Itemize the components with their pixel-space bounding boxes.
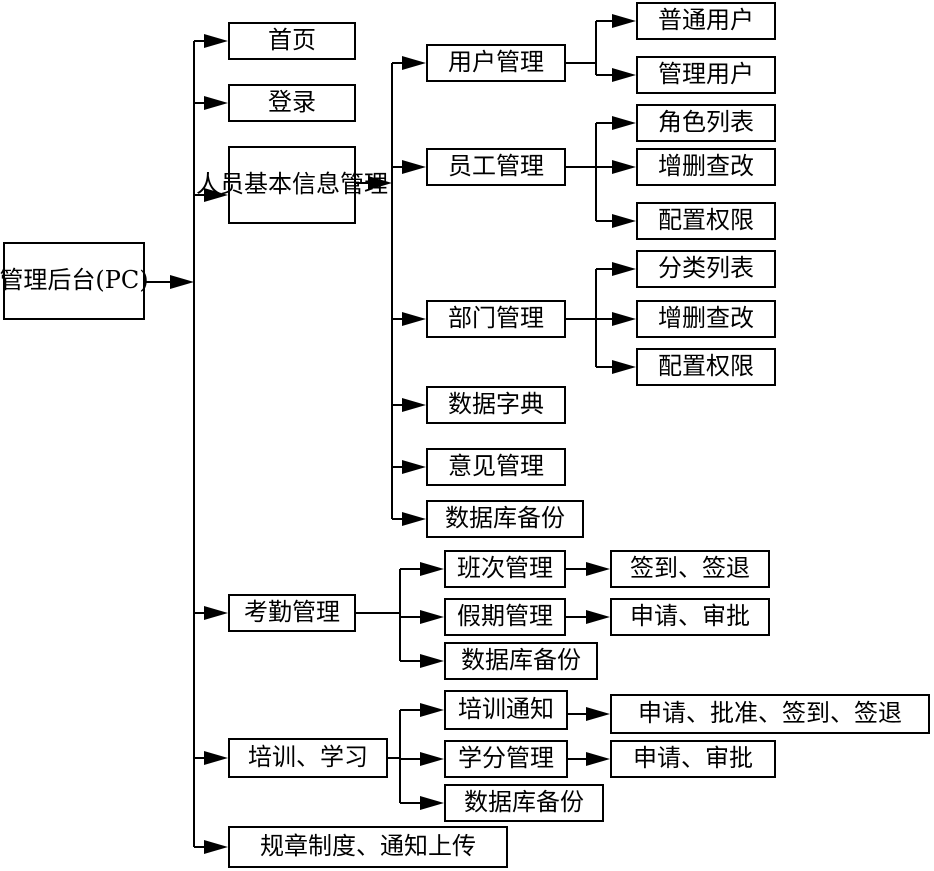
node-admin-user-label: 管理用户 <box>658 60 754 89</box>
node-root: 管理后台 (PC) <box>0 242 149 320</box>
node-apply-approve-2: 申请、审批 <box>610 740 776 778</box>
arrow-head-57 <box>420 610 444 624</box>
node-db-backup-1: 数据库备份 <box>426 500 584 538</box>
arrow-head-41 <box>612 160 636 174</box>
node-checkin-out: 签到、签退 <box>610 550 770 588</box>
node-feedback-mgmt-label: 意见管理 <box>448 452 544 481</box>
arrow-head-6 <box>204 96 228 110</box>
node-training-study: 培训、学习 <box>228 738 388 778</box>
node-attendance: 考勤管理 <box>228 594 356 632</box>
node-crud-1: 增删查改 <box>636 148 776 186</box>
node-employee-mgmt-label: 员工管理 <box>448 152 544 181</box>
node-attendance-label: 考勤管理 <box>244 598 340 627</box>
node-db-backup-1-label: 数据库备份 <box>445 504 565 533</box>
arrow-head-33 <box>612 14 636 28</box>
arrow-head-35 <box>612 68 636 82</box>
arrow-head-73 <box>586 707 610 721</box>
node-admin-user: 管理用户 <box>636 56 776 94</box>
node-config-perm-2: 配置权限 <box>636 348 776 386</box>
node-crud-1-label: 增删查改 <box>658 152 754 181</box>
node-user-mgmt-label: 用户管理 <box>448 48 544 77</box>
node-config-perm-1-label: 配置权限 <box>658 206 754 235</box>
node-category-list-label: 分类列表 <box>658 254 754 283</box>
arrow-head-27 <box>402 460 426 474</box>
arrow-head-59 <box>420 654 444 668</box>
node-staff-info: 人员基本 信息管理 <box>196 146 388 224</box>
node-home: 首页 <box>228 22 356 60</box>
node-category-list: 分类列表 <box>636 250 776 288</box>
node-staff-info-line-2: 信息管理 <box>292 170 388 199</box>
node-training-study-label: 培训、学习 <box>248 743 368 772</box>
node-apply-approve-checkin-label: 申请、批准、签到、签退 <box>638 699 902 728</box>
node-training-notice-label: 培训通知 <box>458 695 554 724</box>
node-db-backup-2-label: 数据库备份 <box>461 646 581 675</box>
node-apply-approve-2-label: 申请、审批 <box>633 744 753 773</box>
node-normal-user-label: 普通用户 <box>658 6 754 35</box>
node-shift-mgmt: 班次管理 <box>444 550 566 588</box>
arrow-head-21 <box>402 160 426 174</box>
node-home-label: 首页 <box>268 26 316 55</box>
node-leave-mgmt-label: 假期管理 <box>457 602 553 631</box>
node-config-perm-1: 配置权限 <box>636 202 776 240</box>
arrow-head-39 <box>612 116 636 130</box>
node-db-backup-2: 数据库备份 <box>444 642 598 680</box>
node-feedback-mgmt: 意见管理 <box>426 448 566 486</box>
node-apply-approve-1-label: 申请、审批 <box>630 602 750 631</box>
node-apply-approve-checkin: 申请、批准、签到、签退 <box>610 694 930 734</box>
arrow-head-16 <box>368 176 392 190</box>
arrow-head-8 <box>204 188 228 202</box>
arrow-head-75 <box>586 752 610 766</box>
node-login: 登录 <box>228 84 356 122</box>
arrow-head-14 <box>204 840 228 854</box>
arrow-head-4 <box>204 34 228 48</box>
node-normal-user: 普通用户 <box>636 2 776 40</box>
arrow-head-67 <box>420 703 444 717</box>
arrow-head-69 <box>420 752 444 766</box>
node-rules-upload: 规章制度、通知上传 <box>228 826 508 868</box>
node-root-line-2: (PC) <box>95 266 149 295</box>
arrow-head-43 <box>612 214 636 228</box>
node-role-list: 角色列表 <box>636 104 776 142</box>
node-leave-mgmt: 假期管理 <box>444 598 566 636</box>
node-apply-approve-1: 申请、审批 <box>610 598 770 636</box>
node-login-label: 登录 <box>268 88 316 117</box>
arrow-head-19 <box>402 56 426 70</box>
arrow-head-55 <box>420 562 444 576</box>
arrow-head-61 <box>586 562 610 576</box>
arrow-head-51 <box>612 360 636 374</box>
arrow-head-1 <box>170 275 194 289</box>
arrow-head-10 <box>204 606 228 620</box>
arrow-head-47 <box>612 262 636 276</box>
node-dept-mgmt-label: 部门管理 <box>448 304 544 333</box>
node-role-list-label: 角色列表 <box>658 108 754 137</box>
node-crud-2-label: 增删查改 <box>658 304 754 333</box>
node-credit-mgmt-label: 学分管理 <box>458 744 554 773</box>
node-employee-mgmt: 员工管理 <box>426 148 566 186</box>
node-checkin-out-label: 签到、签退 <box>630 554 750 583</box>
arrow-head-23 <box>402 312 426 326</box>
node-config-perm-2-label: 配置权限 <box>658 352 754 381</box>
arrow-head-12 <box>204 751 228 765</box>
arrow-head-29 <box>402 512 426 526</box>
node-training-notice: 培训通知 <box>444 690 568 730</box>
node-credit-mgmt: 学分管理 <box>444 740 568 778</box>
arrow-head-63 <box>586 610 610 624</box>
node-data-dict-label: 数据字典 <box>448 390 544 419</box>
node-db-backup-3-label: 数据库备份 <box>464 788 584 817</box>
arrow-head-25 <box>402 398 426 412</box>
node-shift-mgmt-label: 班次管理 <box>457 554 553 583</box>
node-crud-2: 增删查改 <box>636 300 776 338</box>
node-data-dict: 数据字典 <box>426 386 566 424</box>
node-staff-info-line-1: 人员基本 <box>196 170 292 199</box>
node-user-mgmt: 用户管理 <box>426 44 566 82</box>
node-dept-mgmt: 部门管理 <box>426 300 566 338</box>
arrow-head-71 <box>420 796 444 810</box>
node-db-backup-3: 数据库备份 <box>444 784 604 822</box>
node-root-line-1: 管理后台 <box>0 266 96 295</box>
node-rules-upload-label: 规章制度、通知上传 <box>260 832 476 861</box>
arrow-head-49 <box>612 312 636 326</box>
